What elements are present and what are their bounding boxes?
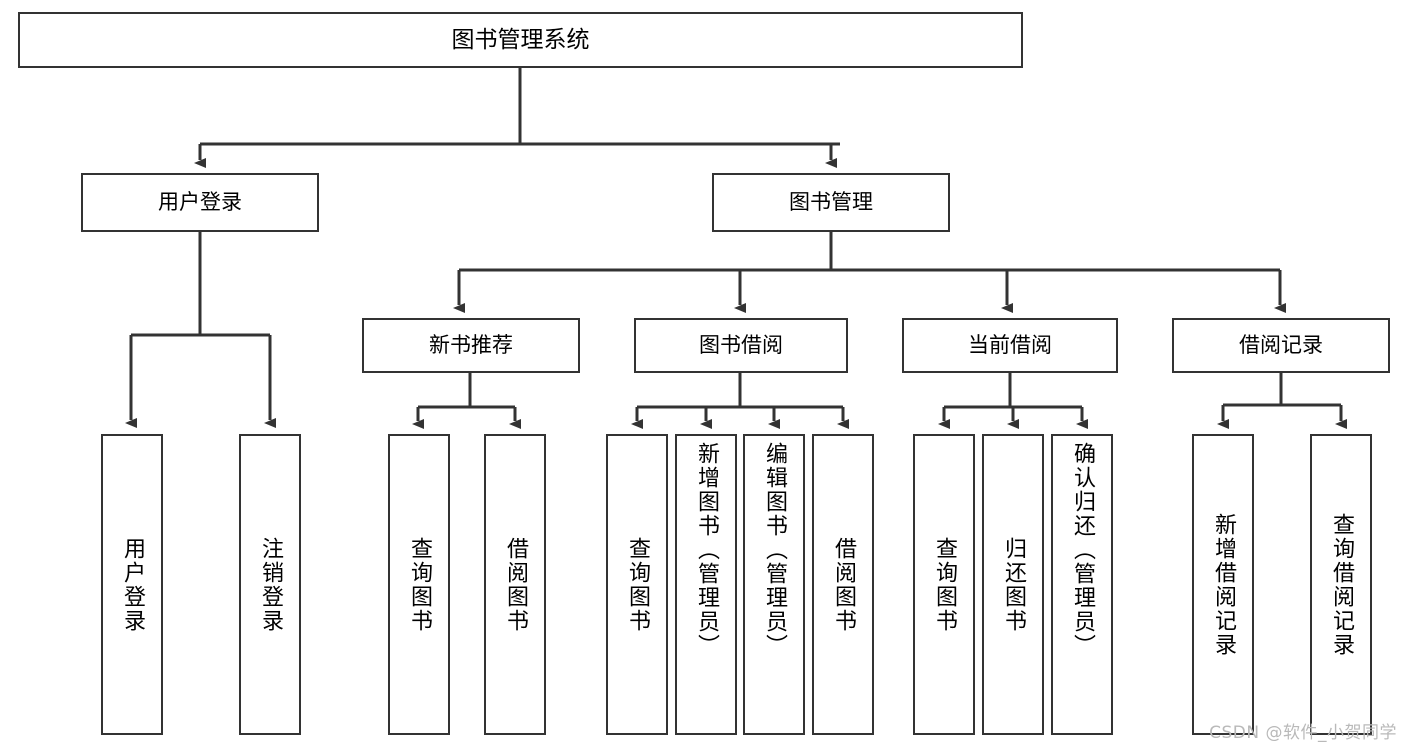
node-book-management-label: 图书管理 <box>789 190 873 215</box>
node-borrow-record-label: 借阅记录 <box>1239 333 1323 358</box>
node-book-management[interactable]: 图书管理 <box>712 173 950 232</box>
node-current-borrow-label: 当前借阅 <box>968 333 1052 358</box>
node-leaf-add-book[interactable]: 新增图书（管理员） <box>675 434 737 735</box>
node-leaf-edit-book[interactable]: 编辑图书（管理员） <box>743 434 805 735</box>
node-leaf-user-login-label: 用户登录 <box>120 536 145 633</box>
node-leaf-query-borrow-record-label: 查询借阅记录 <box>1329 512 1354 657</box>
node-leaf-confirm-return[interactable]: 确认归还（管理员） <box>1051 434 1113 735</box>
node-leaf-borrow-book-recommend[interactable]: 借阅图书 <box>484 434 546 735</box>
node-new-book-recommend[interactable]: 新书推荐 <box>362 318 580 373</box>
node-leaf-borrow-book-recommend-label: 借阅图书 <box>503 536 528 633</box>
node-book-borrow[interactable]: 图书借阅 <box>634 318 848 373</box>
node-leaf-edit-book-label: 编辑图书（管理员） <box>762 442 787 658</box>
node-root[interactable]: 图书管理系统 <box>18 12 1023 68</box>
node-leaf-user-logout[interactable]: 注销登录 <box>239 434 301 735</box>
node-current-borrow[interactable]: 当前借阅 <box>902 318 1118 373</box>
node-book-borrow-label: 图书借阅 <box>699 333 783 358</box>
node-leaf-query-book-recommend-label: 查询图书 <box>407 536 432 633</box>
node-leaf-borrow-book[interactable]: 借阅图书 <box>812 434 874 735</box>
node-leaf-query-book-borrow[interactable]: 查询图书 <box>606 434 668 735</box>
node-leaf-add-book-label: 新增图书（管理员） <box>694 442 719 658</box>
node-leaf-query-book-recommend[interactable]: 查询图书 <box>388 434 450 735</box>
node-leaf-confirm-return-label: 确认归还（管理员） <box>1070 442 1095 658</box>
node-leaf-user-logout-label: 注销登录 <box>258 536 283 633</box>
node-leaf-query-borrow-record[interactable]: 查询借阅记录 <box>1310 434 1372 735</box>
node-leaf-user-login[interactable]: 用户登录 <box>101 434 163 735</box>
node-leaf-add-borrow-record[interactable]: 新增借阅记录 <box>1192 434 1254 735</box>
node-borrow-record[interactable]: 借阅记录 <box>1172 318 1390 373</box>
node-leaf-return-book[interactable]: 归还图书 <box>982 434 1044 735</box>
node-user-login[interactable]: 用户登录 <box>81 173 319 232</box>
node-new-book-recommend-label: 新书推荐 <box>429 333 513 358</box>
node-leaf-add-borrow-record-label: 新增借阅记录 <box>1211 512 1236 657</box>
node-root-label: 图书管理系统 <box>451 26 590 53</box>
node-user-login-label: 用户登录 <box>158 190 242 215</box>
node-leaf-return-book-label: 归还图书 <box>1001 536 1026 633</box>
node-leaf-borrow-book-label: 借阅图书 <box>831 536 856 633</box>
node-leaf-query-book-borrow-label: 查询图书 <box>625 536 650 633</box>
node-leaf-query-book-current[interactable]: 查询图书 <box>913 434 975 735</box>
watermark: CSDN @软件_小贺同学 <box>1209 723 1397 743</box>
node-leaf-query-book-current-label: 查询图书 <box>932 536 957 633</box>
